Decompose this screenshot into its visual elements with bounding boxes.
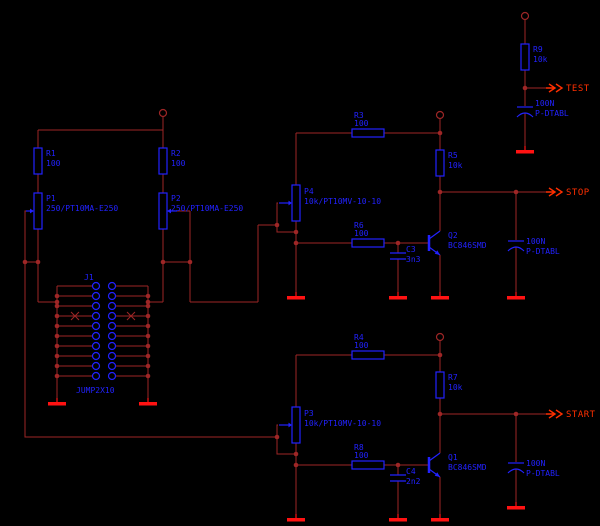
capacitor-test xyxy=(516,106,534,118)
ground-symbol xyxy=(431,514,449,522)
label-r3-value: 100 xyxy=(354,119,369,128)
label-r7-value: 10k xyxy=(448,383,463,392)
capacitor-start-base xyxy=(390,474,406,482)
potentiometer-stop xyxy=(279,184,301,222)
label-r3-name: R3 xyxy=(354,111,364,120)
label-p1-name: P1 xyxy=(46,194,56,203)
label-r5-name: R5 xyxy=(448,151,458,160)
label-ctest-value: 100N xyxy=(535,99,554,108)
wire-start-block xyxy=(276,341,546,514)
capacitor-stop-out xyxy=(507,240,525,252)
potentiometer-p1 xyxy=(26,192,43,230)
ground-symbol xyxy=(389,292,407,300)
wire-stop-block xyxy=(276,119,546,292)
label-q1-name: Q1 xyxy=(448,453,458,462)
supply-pin-circle xyxy=(158,108,168,118)
jumper-header xyxy=(91,281,117,381)
label-r2-name: R2 xyxy=(171,149,181,158)
cross-marks xyxy=(70,311,136,321)
label-q2-name: Q2 xyxy=(448,231,458,240)
ground-symbol xyxy=(139,398,157,406)
resistor-start-load xyxy=(435,371,445,399)
label-connector-value: JUMP2X10 xyxy=(76,386,115,395)
label-r2-value: 100 xyxy=(171,159,186,168)
label-ctest-package: P-DTABL xyxy=(535,109,569,118)
transistor-stop xyxy=(427,230,441,256)
transistor-start xyxy=(427,452,441,478)
label-p2-value: 250/PT10MA-E250 xyxy=(171,204,243,213)
label-cstop-value: 100N xyxy=(526,237,545,246)
net-label-start: START xyxy=(566,410,596,420)
label-p2-name: P2 xyxy=(171,194,181,203)
ground-symbol xyxy=(287,514,305,522)
resistor-r2 xyxy=(158,147,168,175)
label-rtest-name: R9 xyxy=(533,45,543,54)
junction-dots xyxy=(22,85,528,468)
wire-left-block xyxy=(24,117,277,438)
label-r8-value: 100 xyxy=(354,451,369,460)
resistor-test xyxy=(520,43,530,71)
net-arrow-stop-icon xyxy=(546,187,564,197)
label-c4-name: C4 xyxy=(406,467,416,476)
ground-symbols xyxy=(48,146,534,522)
wire-test-chain xyxy=(524,20,546,146)
label-p4-value: 10k/PT10MV-10-10 xyxy=(304,197,381,206)
net-arrow-start-icon xyxy=(546,409,564,419)
label-connector-name: J1 xyxy=(84,273,94,282)
label-p3-value: 10k/PT10MV-10-10 xyxy=(304,419,381,428)
ground-symbol xyxy=(48,398,66,406)
label-r6-value: 100 xyxy=(354,229,369,238)
label-p1-value: 250/PT10MA-E250 xyxy=(46,204,118,213)
resistor-r1 xyxy=(33,147,43,175)
label-q1-value: BC846SMD xyxy=(448,463,487,472)
net-arrow-test-icon xyxy=(546,83,564,93)
potentiometer-p2 xyxy=(158,192,177,230)
label-r6-name: R6 xyxy=(354,221,364,230)
label-c3-value: 3n3 xyxy=(406,255,421,264)
ground-symbol xyxy=(431,292,449,300)
label-cstart-value: 100N xyxy=(526,459,545,468)
resistor-start-top xyxy=(351,350,385,360)
label-r4-name: R4 xyxy=(354,333,364,342)
supply-pin-circle xyxy=(435,332,445,342)
capacitor-stop-base xyxy=(390,252,406,260)
label-cstart-package: P-DTABL xyxy=(526,469,560,478)
supply-pin-circle xyxy=(520,11,530,21)
net-label-stop: STOP xyxy=(566,188,590,198)
label-r5-value: 10k xyxy=(448,161,463,170)
capacitor-start-out xyxy=(507,462,525,474)
label-r7-name: R7 xyxy=(448,373,458,382)
label-p3-name: P3 xyxy=(304,409,314,418)
label-r8-name: R8 xyxy=(354,443,364,452)
label-c4-value: 2n2 xyxy=(406,477,421,486)
supply-pin-circle xyxy=(435,110,445,120)
label-r1-name: R1 xyxy=(46,149,56,158)
label-q2-value: BC846SMD xyxy=(448,241,487,250)
net-flags: TEST STOP START xyxy=(546,83,596,420)
label-rtest-value: 10k xyxy=(533,55,548,64)
components xyxy=(26,43,534,482)
potentiometer-start xyxy=(279,406,301,444)
resistor-stop-top xyxy=(351,128,385,138)
resistor-start-base xyxy=(351,460,385,470)
label-r4-value: 100 xyxy=(354,341,369,350)
wire-connector-rows xyxy=(56,285,149,398)
ground-symbol xyxy=(507,292,525,300)
label-c3-name: C3 xyxy=(406,245,416,254)
supply-pins xyxy=(158,11,530,342)
net-label-test: TEST xyxy=(566,84,590,94)
ground-symbol xyxy=(507,502,525,510)
ground-symbol xyxy=(516,146,534,154)
wires xyxy=(24,20,546,514)
component-labels: R1 100 R2 100 P1 250/PT10MA-E250 P2 250/… xyxy=(46,45,569,486)
label-p4-name: P4 xyxy=(304,187,314,196)
ground-symbol xyxy=(287,292,305,300)
label-r1-value: 100 xyxy=(46,159,61,168)
ground-symbol xyxy=(389,514,407,522)
label-cstop-package: P-DTABL xyxy=(526,247,560,256)
resistor-stop-base xyxy=(351,238,385,248)
resistor-stop-load xyxy=(435,149,445,177)
